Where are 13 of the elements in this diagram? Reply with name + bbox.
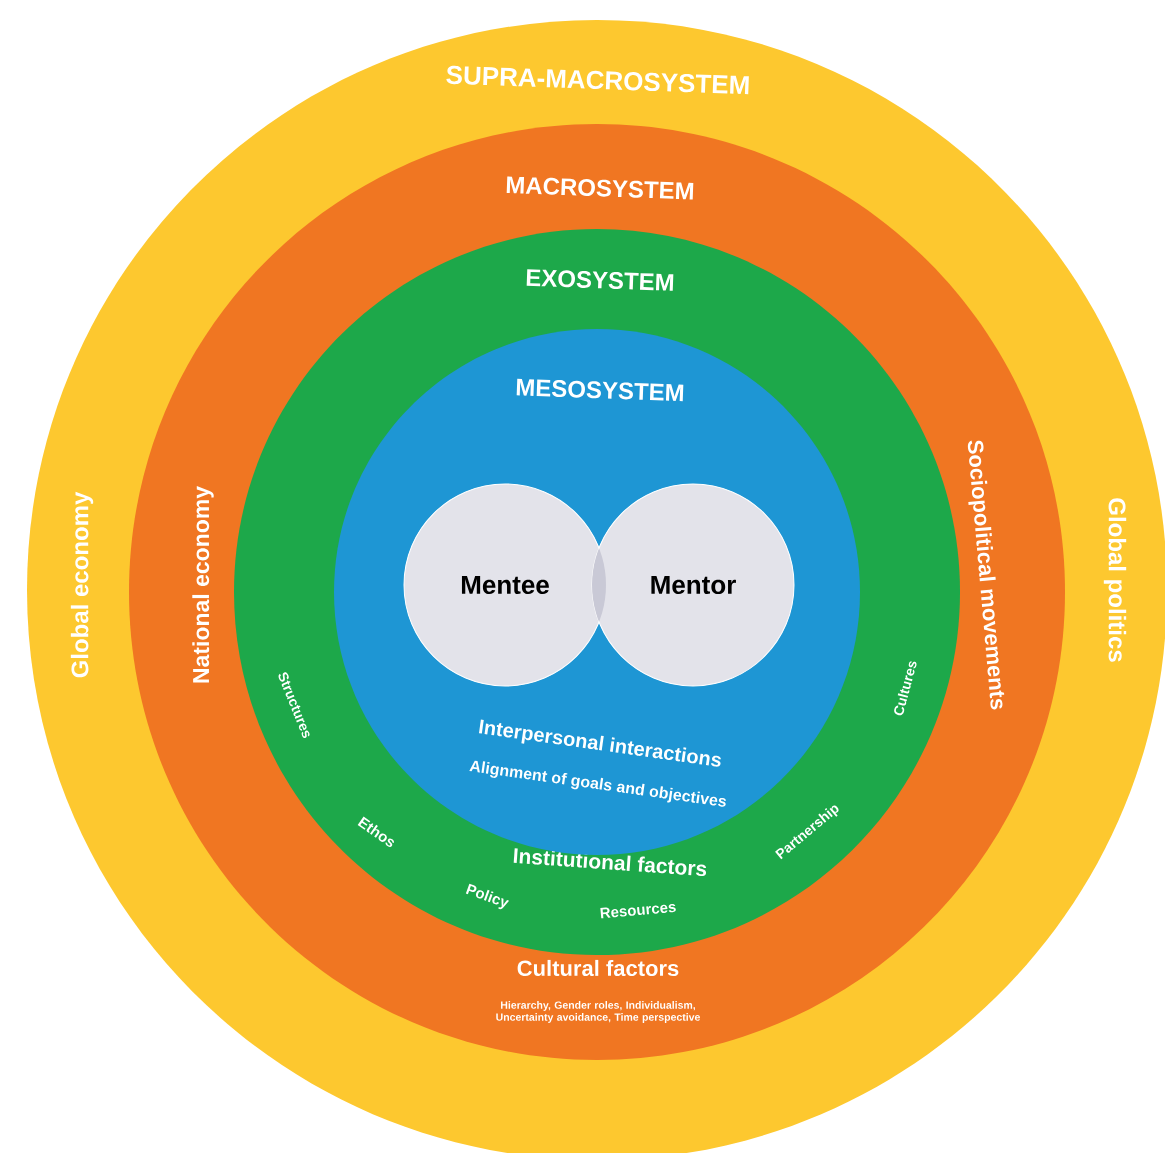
ring-heading: EXOSYSTEM [526, 269, 674, 291]
ring-label: Institutional factors [513, 848, 707, 877]
ring-label: Hierarchy, Gender roles, Individualism, Uncertainty avoidance, Time perspective [496, 1001, 700, 1023]
ring-label: National economy [192, 486, 214, 683]
ring-label: Global economy [70, 491, 94, 678]
ring-heading: MESOSYSTEM [516, 378, 684, 402]
ring-label: Cultural factors [517, 959, 679, 977]
ring-label: Resources [600, 904, 676, 919]
ring-label: Sociopolitical movements [967, 440, 1005, 710]
ring-label: Global politics [1103, 498, 1127, 662]
ring-label: Cultures [894, 661, 917, 716]
ring-heading: SUPRA-MACROSYSTEM [446, 65, 749, 95]
ring-heading: MACROSYSTEM [506, 176, 694, 200]
